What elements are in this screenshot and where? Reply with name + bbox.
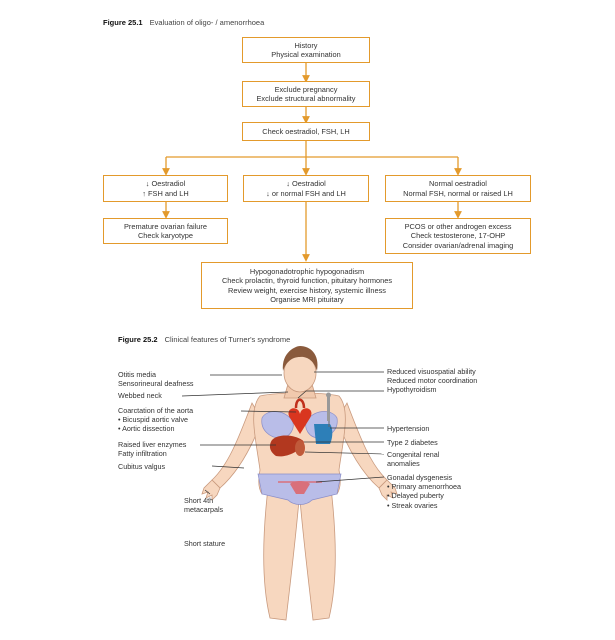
label-line: Short stature <box>184 539 226 548</box>
label-line: Hypothyroidism <box>387 385 437 395</box>
uterus <box>290 481 310 494</box>
label-line: Webbed neck <box>118 391 162 400</box>
right-hand <box>378 479 398 501</box>
label-line: Type 2 diabetes <box>387 438 438 447</box>
box-exclude-line: Exclude pregnancy <box>274 84 338 94</box>
box-exclude-line: Exclude structural abnormality <box>256 94 356 103</box>
manometer-bulb <box>326 392 331 398</box>
pointer-coarctation <box>240 410 297 413</box>
label-short-metacarpals: Short 4th metacarpals <box>184 496 223 514</box>
figure-25-1-title: Figure 25.1 Evaluation of oligo- / amenor… <box>103 18 264 27</box>
label-gonadal-dysgenesis: Gonadal dysgenesis • Primary amenorrhoea… <box>387 473 461 510</box>
box-history: History Physical examination <box>242 37 370 63</box>
figure-25-2-title: Figure 25.2 Clinical features of Turner's… <box>118 335 290 344</box>
box-hypo-line: Review weight, exercise history, systemi… <box>228 285 386 295</box>
box-normal-oestradiol: Normal oestradiol Normal FSH, normal or … <box>385 175 531 202</box>
box-pcos-line: PCOS or other androgen excess <box>404 221 512 231</box>
heart <box>288 408 312 434</box>
box-pcos-line: Consider ovarian/adrenal imaging <box>402 240 514 250</box>
label-renal-anomalies: Congenital renal anomalies <box>387 450 439 468</box>
label-line: Fatty infiltration <box>118 449 167 459</box>
label-line: • Streak ovaries <box>387 500 438 510</box>
box-history-line: Physical examination <box>271 50 341 59</box>
label-line: Sensorineural deafness <box>118 379 194 389</box>
label-cubitus-valgus: Cubitus valgus <box>118 462 165 471</box>
label-hypertension: Hypertension <box>387 424 429 433</box>
label-line: Congenital renal <box>387 450 440 459</box>
label-line: Coarctation of the aorta <box>118 406 194 415</box>
pointer-renal <box>304 451 385 455</box>
figure-number: Figure 25.1 <box>103 18 143 27</box>
label-line: Raised liver enzymes <box>118 440 187 449</box>
label-liver: Raised liver enzymes Fatty infiltration <box>118 440 186 458</box>
pointer-webbed-neck <box>181 391 289 397</box>
box-hypo-line: Organise MRI pituitary <box>270 294 344 304</box>
figure-caption: Evaluation of oligo- / amenorrhoea <box>149 18 265 27</box>
label-line: anomalies <box>387 459 420 469</box>
label-short-stature: Short stature <box>184 539 225 548</box>
box-pcos: PCOS or other androgen excess Check test… <box>385 218 531 254</box>
box-pof-line: Check karyotype <box>137 231 194 240</box>
box-left-line: ↓ Oestradiol <box>145 179 186 189</box>
pointer-gonadal <box>315 476 385 483</box>
box-exclude: Exclude pregnancy Exclude structural abn… <box>242 81 370 107</box>
label-coarctation: Coarctation of the aorta • Bicuspid aort… <box>118 406 193 434</box>
pointer-metacarpals <box>204 489 211 495</box>
pointer-hypothyroidism <box>297 390 307 399</box>
hair <box>282 346 318 371</box>
box-middle-line: ↓ or normal FSH and LH <box>266 188 346 198</box>
left-hand <box>201 479 221 501</box>
box-low-oestradiol-high-fsh: ↓ Oestradiol ↑ FSH and LH <box>103 175 228 202</box>
box-low-oestradiol-low-fsh: ↓ Oestradiol ↓ or normal FSH and LH <box>243 175 369 202</box>
manometer <box>327 395 330 421</box>
label-line: Short 4th <box>184 496 214 505</box>
label-line: • Delayed puberty <box>387 491 444 501</box>
left-leg <box>263 487 300 621</box>
label-line: • Bicuspid aortic valve <box>118 415 189 425</box>
label-line: Hypertension <box>387 424 430 433</box>
box-check-line: Check oestradiol, FSH, LH <box>262 126 350 136</box>
label-otitis-media: Otitis media Sensorineural deafness <box>118 370 194 388</box>
bp-cuff <box>314 424 333 444</box>
label-line: Reduced motor coordination <box>387 376 478 386</box>
label-line: Reduced visuospatial ability <box>387 367 476 376</box>
label-line: • Primary amenorrhoea <box>387 482 462 492</box>
label-type2-diabetes: Type 2 diabetes <box>387 438 438 447</box>
box-history-line: History <box>294 40 318 50</box>
label-line: Cubitus valgus <box>118 462 166 471</box>
box-hypo-line: Check prolactin, thyroid function, pitui… <box>221 276 393 286</box>
label-webbed-neck: Webbed neck <box>118 391 162 400</box>
label-line: metacarpals <box>184 505 224 515</box>
box-left-line: ↑ FSH and LH <box>142 188 189 198</box>
figure-number: Figure 25.2 <box>118 335 158 344</box>
aorta <box>294 398 306 409</box>
box-right-line: Normal FSH, normal or raised LH <box>403 188 513 198</box>
box-hypo-line: Hypogonadotrophic hypogonadism <box>249 266 365 276</box>
kidney <box>295 440 305 456</box>
box-right-line: Normal oestradiol <box>429 179 487 189</box>
box-hypogonadotrophic: Hypogonadotrophic hypogonadism Check pro… <box>201 262 413 309</box>
box-premature-ovarian-failure: Premature ovarian failure Check karyotyp… <box>103 218 228 244</box>
box-pof-line: Premature ovarian failure <box>124 221 207 231</box>
figure-caption: Clinical features of Turner's syndrome <box>164 335 291 344</box>
box-middle-line: ↓ Oestradiol <box>286 179 326 189</box>
box-check-hormones: Check oestradiol, FSH, LH <box>242 122 370 141</box>
right-leg <box>299 487 336 621</box>
pointer-cubitus <box>211 465 245 469</box>
label-line: Otitis media <box>118 370 156 379</box>
label-visuospatial: Reduced visuospatial ability Reduced mot… <box>387 367 477 395</box>
label-line: • Aortic dissection <box>118 424 175 434</box>
box-pcos-line: Check testosterone, 17-OHP <box>410 231 506 241</box>
label-line: Gonadal dysgenesis <box>387 473 453 482</box>
